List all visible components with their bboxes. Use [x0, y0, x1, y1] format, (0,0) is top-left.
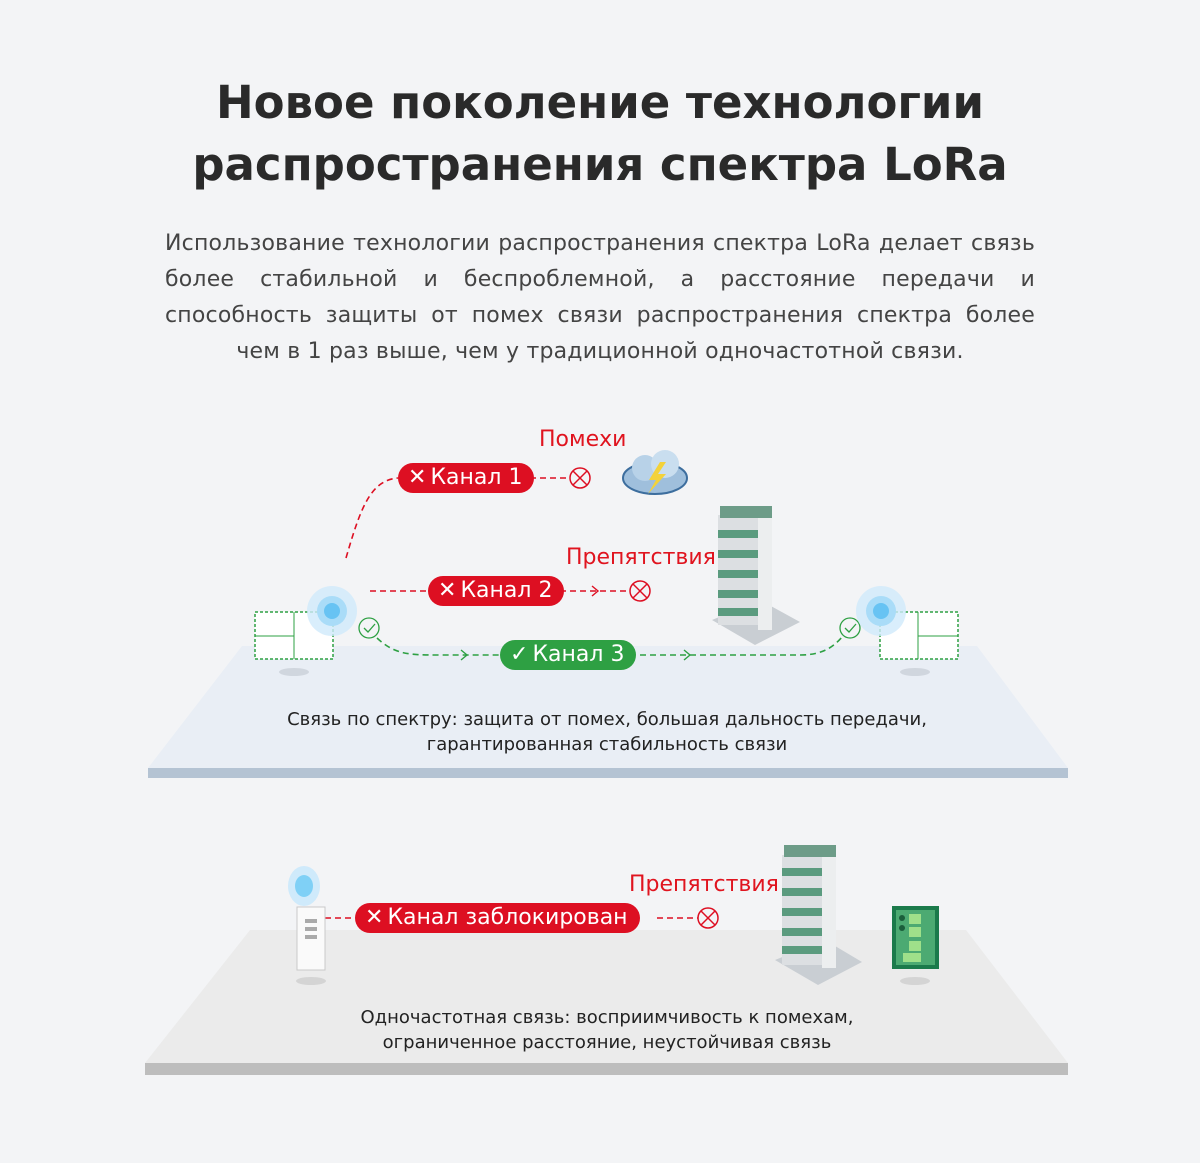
storm-cloud-icon [622, 450, 688, 495]
channel-1-label: Канал 1 [430, 465, 523, 490]
lora-module-left [254, 586, 357, 676]
single-caption-line-1: Одночастотная связь: восприимчивость к п… [360, 1007, 854, 1028]
interference-label: Помехи [539, 427, 627, 452]
receiver-board [892, 906, 939, 985]
lora-module-right [856, 586, 959, 676]
title-line-2: распространения спектра LoRa [192, 138, 1008, 191]
channel-3-badge: ✓Канал 3 [500, 640, 637, 670]
spread-caption-line-2: гарантированная стабильность связи [426, 734, 788, 755]
fail-icon: ✕ [365, 905, 384, 930]
blocked-icon-3 [697, 907, 719, 929]
obstacle-label-2: Препятствия [629, 872, 779, 897]
spread-caption-line-1: Связь по спектру: защита от помех, больш… [287, 709, 927, 730]
channel-3-label: Канал 3 [532, 642, 625, 667]
channel-2-badge: ✕Канал 2 [428, 576, 565, 606]
ok-icon-left [358, 617, 380, 639]
spread-platform-edge [148, 768, 1068, 778]
check-icon: ✓ [510, 642, 529, 667]
fail-icon: ✕ [438, 578, 457, 603]
building-obstacle-icon-2 [775, 845, 862, 985]
single-caption-line-2: ограниченное расстояние, неустойчивая св… [382, 1032, 832, 1053]
transmitter-device [288, 866, 326, 985]
single-platform-edge [145, 1063, 1068, 1075]
channel-1-badge: ✕Канал 1 [398, 463, 535, 493]
channel-2-label: Канал 2 [460, 578, 553, 603]
intro-paragraph: Использование технологии распространения… [165, 231, 1035, 364]
spread-platform [148, 646, 1068, 768]
blocked-icon-1 [569, 467, 591, 489]
title-line-1: Новое поколение технологии [216, 76, 984, 129]
ok-icon-right [839, 617, 861, 639]
page-title: Новое поколение технологии распространен… [0, 72, 1200, 196]
obstacle-label: Препятствия [566, 545, 716, 570]
channel-blocked-label: Канал заблокирован [387, 905, 628, 930]
blocked-icon-2 [629, 580, 651, 602]
fail-icon: ✕ [408, 465, 427, 490]
single-caption: Одночастотная связь: восприимчивость к п… [0, 1005, 1200, 1055]
channel-blocked-badge: ✕Канал заблокирован [355, 903, 640, 933]
building-obstacle-icon [712, 506, 800, 645]
spread-caption: Связь по спектру: защита от помех, больш… [0, 707, 1200, 757]
